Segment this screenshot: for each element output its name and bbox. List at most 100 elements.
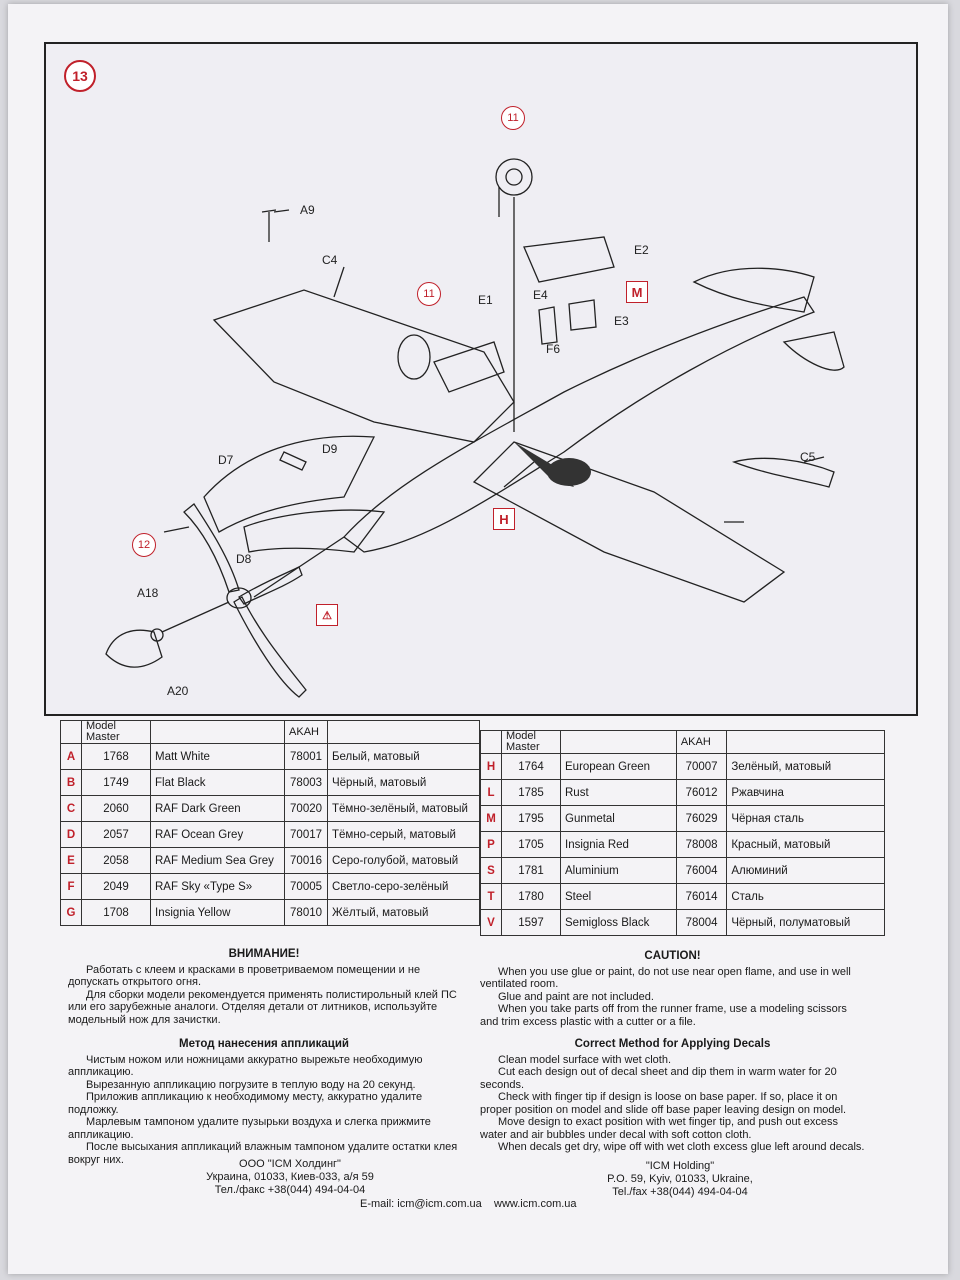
paint-name: Rust bbox=[560, 779, 677, 806]
paint-code: G bbox=[60, 899, 82, 926]
en-address: P.O. 59, Kyiv, 01033, Ukraine, bbox=[607, 1173, 753, 1185]
part-label-d9: D9 bbox=[322, 442, 338, 456]
tailplane bbox=[692, 267, 815, 313]
paint-code: V bbox=[480, 909, 502, 936]
ru-address: Украина, 01033, Киев-033, а/я 59 bbox=[206, 1171, 374, 1183]
paint-code: M bbox=[480, 805, 502, 832]
ru-decal-title: Метод нанесения аппликаций bbox=[179, 1038, 349, 1050]
model-master-number: 1708 bbox=[81, 899, 151, 926]
akan-number: 78004 bbox=[675, 909, 728, 936]
model-master-number: 1768 bbox=[81, 743, 151, 770]
paint-code: S bbox=[480, 857, 502, 884]
paint-name: Matt White bbox=[149, 743, 286, 770]
email-text: E-mail: icm@icm.com.ua bbox=[360, 1198, 482, 1210]
ru-phone: Тел./факс +38(044) 494-04-04 bbox=[214, 1184, 366, 1196]
en-decal-para: Check with finger tip if design is loose… bbox=[480, 1091, 847, 1116]
paint-name: RAF Ocean Grey bbox=[149, 821, 286, 848]
model-master-number: 2060 bbox=[81, 795, 151, 822]
paint-name: RAF Sky «Type S» bbox=[149, 873, 286, 900]
russian-instructions: ВНИМАНИЕ! Работать с клеем и красками в … bbox=[68, 948, 460, 1166]
akan-number: 76029 bbox=[675, 805, 728, 832]
propeller-blade-top bbox=[183, 503, 240, 593]
wheel-lower bbox=[397, 334, 431, 380]
part-label-d7: D7 bbox=[218, 453, 234, 467]
paint-name-ru: Тёмно-зелёный, матовый bbox=[327, 795, 480, 822]
fin bbox=[782, 331, 845, 371]
part-label-e4: E4 bbox=[533, 288, 548, 302]
en-caution-para: When you use glue or paint, do not use n… bbox=[480, 965, 851, 991]
paint-name-ru: Ржавчина bbox=[726, 779, 885, 806]
propeller-blade-right bbox=[238, 566, 303, 605]
paint-code: D bbox=[60, 821, 82, 848]
akan-number: 78001 bbox=[284, 743, 328, 770]
ru-warning-para: Для сборки модели рекомендуется применят… bbox=[68, 988, 457, 1026]
ru-decal-para: Вырезанную аппликацию погрузите в теплую… bbox=[86, 1078, 416, 1091]
akan-number: 70020 bbox=[284, 795, 328, 822]
model-master-number: 1785 bbox=[501, 779, 561, 806]
ru-decal-para: Приложив аппликацию к необходимому месту… bbox=[68, 1091, 423, 1116]
en-decal-para: Clean model surface with wet cloth. bbox=[498, 1053, 672, 1066]
paint-name: Flat Black bbox=[149, 769, 286, 796]
footer-web-contact: E-mail: icm@icm.com.ua www.icm.com.ua bbox=[360, 1198, 620, 1211]
propeller-blade-low bbox=[233, 596, 307, 698]
paint-name-ru: Тёмно-серый, матовый bbox=[327, 821, 480, 848]
paint-name-ru: Белый, матовый bbox=[327, 743, 480, 770]
subassembly-callout-11-top: 11 bbox=[501, 106, 525, 130]
ru-warning-title: ВНИМАНИЕ! bbox=[228, 948, 300, 960]
part-label-f6: F6 bbox=[546, 342, 561, 356]
header-model-master-right: Model Master bbox=[501, 730, 561, 754]
en-decal-para: When decals get dry, wipe off with wet c… bbox=[498, 1141, 865, 1153]
en-decal-para: Move design to exact position with wet f… bbox=[480, 1116, 838, 1141]
footer-en-contact: "ICM Holding" P.O. 59, Kyiv, 01033, Ukra… bbox=[560, 1160, 800, 1199]
paint-callout-h: H bbox=[493, 508, 515, 530]
paint-name: RAF Dark Green bbox=[149, 795, 286, 822]
subassembly-callout-12: 12 bbox=[132, 533, 156, 557]
part-label-c5: C5 bbox=[800, 450, 816, 464]
paint-code: A bbox=[60, 743, 82, 770]
grille-e4 bbox=[538, 306, 558, 345]
model-master-number: 1781 bbox=[501, 857, 561, 884]
ru-warning-para: Работать с клеем и красками в проветрива… bbox=[68, 963, 421, 989]
akan-number: 70016 bbox=[284, 847, 328, 874]
part-label-c4: C4 bbox=[322, 253, 338, 267]
right-wing bbox=[472, 441, 786, 603]
ru-company: ООО "ICM Холдинг" bbox=[239, 1158, 341, 1170]
en-caution-para: Glue and paint are not included. bbox=[498, 990, 654, 1003]
paint-name-ru: Чёрный, матовый bbox=[327, 769, 480, 796]
paint-name-ru: Светло-серо-зелёный bbox=[327, 873, 480, 900]
model-master-number: 1597 bbox=[501, 909, 561, 936]
paint-code: T bbox=[480, 883, 502, 910]
model-master-number: 2057 bbox=[81, 821, 151, 848]
propeller-hub bbox=[226, 587, 252, 609]
ru-decal-para: Чистым ножом или ножницами аккуратно выр… bbox=[68, 1053, 423, 1079]
paint-code: P bbox=[480, 831, 502, 858]
assembly-diagram-frame bbox=[44, 42, 918, 716]
en-decal-para: Cut each design out of decal sheet and d… bbox=[480, 1066, 837, 1091]
part-label-e2: E2 bbox=[634, 243, 649, 257]
akan-number: 78003 bbox=[284, 769, 328, 796]
part-label-a9: A9 bbox=[300, 203, 315, 217]
paint-name: Insignia Red bbox=[560, 831, 677, 858]
model-master-number: 1780 bbox=[501, 883, 561, 910]
paint-code: C bbox=[60, 795, 82, 822]
paint-name: Aluminium bbox=[560, 857, 677, 884]
model-master-number: 1795 bbox=[501, 805, 561, 832]
cowling-panel-d8 bbox=[243, 509, 386, 553]
akan-number: 76014 bbox=[675, 883, 728, 910]
ru-decal-para: После высыхания аппликаций влажным тампо… bbox=[68, 1141, 458, 1166]
part-label-a20: A20 bbox=[167, 684, 189, 698]
en-caution-title: CAUTION! bbox=[644, 950, 701, 962]
paint-callout-m: M bbox=[626, 281, 648, 303]
left-wing bbox=[212, 289, 515, 443]
header-model-master: Model Master bbox=[81, 720, 151, 744]
paint-name-ru: Чёрная сталь bbox=[726, 805, 885, 832]
paint-name-ru: Жёлтый, матовый bbox=[327, 899, 480, 926]
